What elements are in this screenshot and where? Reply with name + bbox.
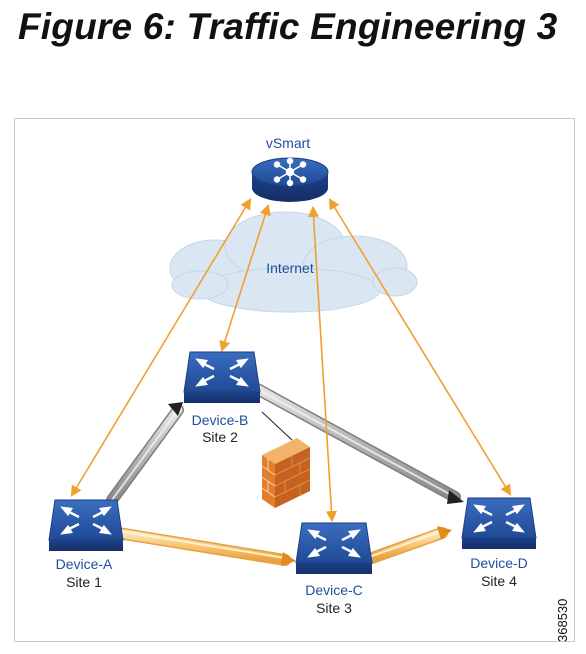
device-a-node: Device-A Site 1 <box>48 499 124 590</box>
device-c-label: Device-C <box>305 582 363 598</box>
device-b-label: Device-B <box>192 412 249 428</box>
control-vsmart-b <box>219 203 271 353</box>
router-icon <box>461 497 537 549</box>
figure-title: Figure 6: Traffic Engineering 3 <box>18 6 558 47</box>
device-a-label: Device-A <box>56 556 113 572</box>
tunnel-a-to-c <box>112 527 291 566</box>
arrow-to-device-d-orange <box>437 526 452 540</box>
diagram-frame <box>14 118 575 642</box>
control-vsmart-d <box>328 198 512 496</box>
vsmart-router-icon <box>251 157 329 202</box>
tunnel-c-to-d <box>366 527 448 564</box>
arrow-to-device-c <box>281 552 296 566</box>
internet-label: Internet <box>266 260 314 276</box>
orange-tunnel-arrowheads <box>281 526 452 566</box>
firewall <box>261 411 311 508</box>
router-icon <box>48 499 124 551</box>
vsmart-node: vSmart <box>251 135 329 202</box>
vsmart-label: vSmart <box>266 135 310 151</box>
device-b-node: Device-B Site 2 <box>183 351 261 445</box>
site-3-label: Site 3 <box>316 600 352 616</box>
site-4-label: Site 4 <box>481 573 517 589</box>
firewall-leader-line <box>261 411 293 441</box>
tunnel-a-to-b <box>106 404 184 506</box>
internet-cloud: Internet <box>169 211 418 313</box>
site-1-label: Site 1 <box>66 574 102 590</box>
device-d-label: Device-D <box>470 555 528 571</box>
site-2-label: Site 2 <box>202 429 238 445</box>
router-icon <box>295 522 373 574</box>
device-c-node: Device-C Site 3 <box>295 522 373 616</box>
router-icon <box>183 351 261 403</box>
figure-id: 368530 <box>555 598 570 642</box>
device-d-node: Device-D Site 4 <box>461 497 537 589</box>
control-connections <box>70 198 512 523</box>
firewall-icon <box>261 438 311 508</box>
